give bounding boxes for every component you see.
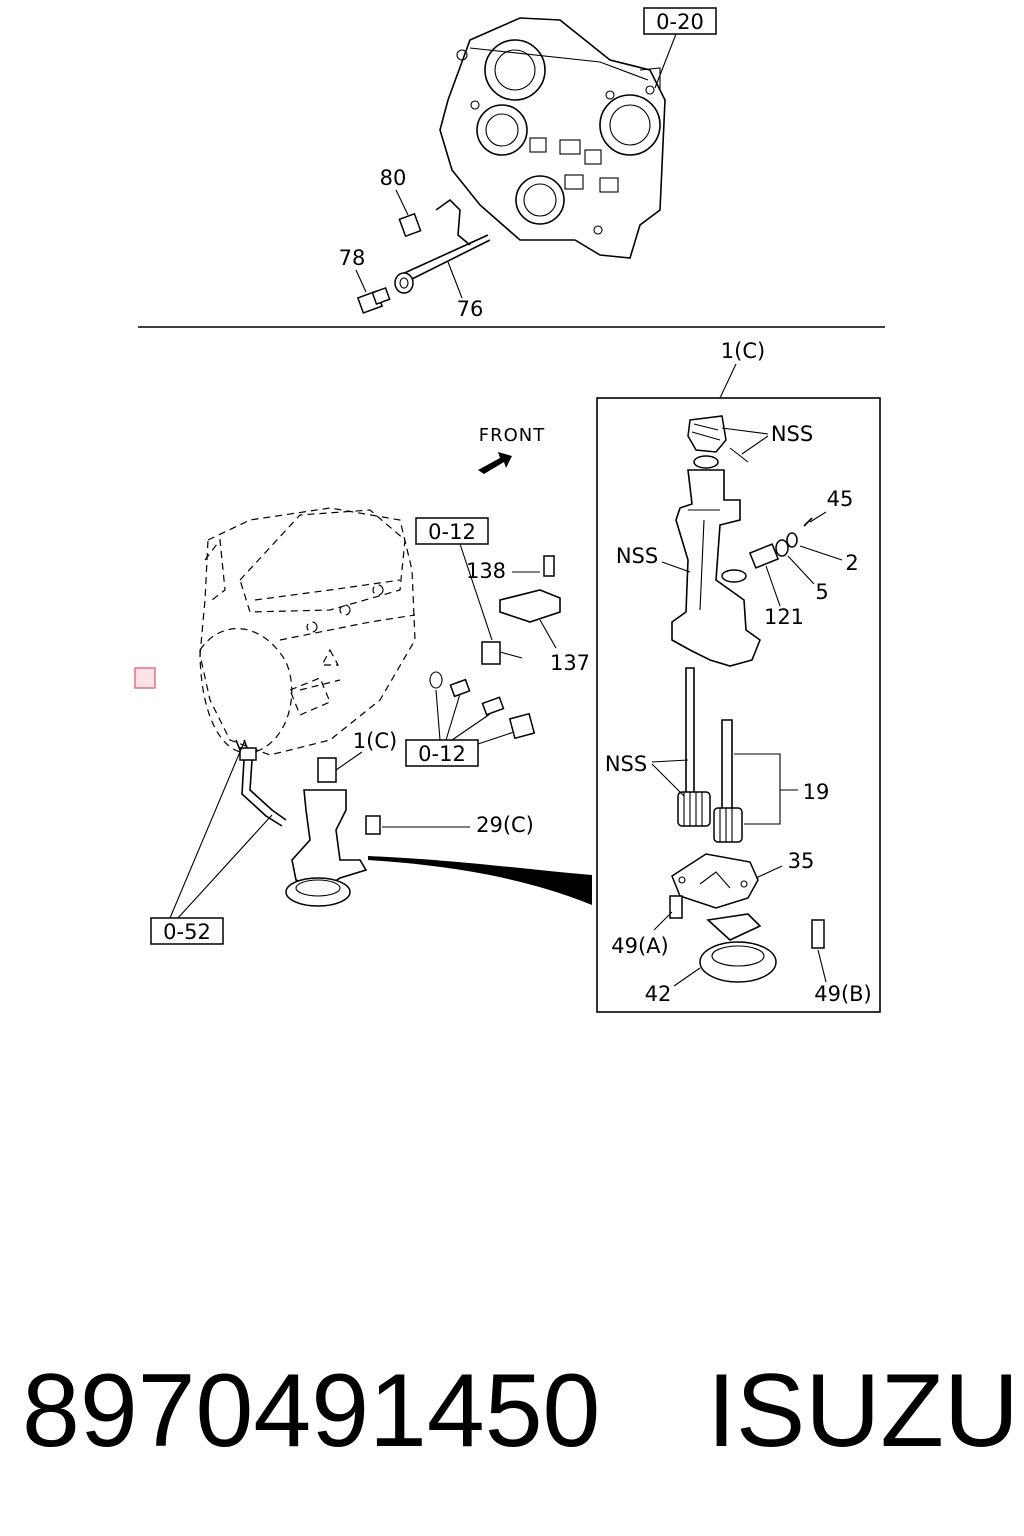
brand-name: ISUZU xyxy=(707,1353,1019,1469)
ref-box-0-20[interactable]: 0-20 xyxy=(656,10,704,34)
ref-box-0-12-bottom-frame xyxy=(405,739,479,767)
ref-box-0-12-bottom[interactable]: 0-12 xyxy=(418,742,466,766)
label-49b: 49(B) xyxy=(814,982,872,1006)
label-138: 138 xyxy=(466,559,506,583)
label-nss-2: NSS xyxy=(616,544,658,568)
detail-callout-wedge xyxy=(368,856,592,905)
front-arrow-icon xyxy=(478,452,512,474)
label-76: 76 xyxy=(457,297,484,321)
label-5: 5 xyxy=(815,580,828,604)
label-nss-1: NSS xyxy=(771,422,813,446)
label-2: 2 xyxy=(845,551,858,575)
ref-box-0-52-frame xyxy=(150,917,224,945)
ref-box-0-52[interactable]: 0-52 xyxy=(163,920,211,944)
label-19: 19 xyxy=(803,780,830,804)
front-label: FRONT xyxy=(479,425,546,446)
oil-pump-detail-drawing xyxy=(669,415,825,983)
label-78: 78 xyxy=(339,246,366,270)
sensor-parts-drawing xyxy=(429,555,561,740)
label-137: 137 xyxy=(550,651,590,675)
ref-box-0-12-top[interactable]: 0-12 xyxy=(428,520,476,544)
label-121: 121 xyxy=(764,605,804,629)
detail-box xyxy=(596,397,881,1013)
dipstick-guide-drawing xyxy=(356,198,491,314)
part-number: 8970491450 xyxy=(22,1353,600,1469)
ref-box-0-20-frame xyxy=(643,7,717,35)
label-42: 42 xyxy=(645,982,672,1006)
selection-marker[interactable] xyxy=(134,667,156,689)
engine-block-drawing xyxy=(199,507,416,756)
label-49a: 49(A) xyxy=(611,934,668,958)
label-80: 80 xyxy=(380,166,407,190)
label-45: 45 xyxy=(827,487,854,511)
label-35: 35 xyxy=(788,849,815,873)
label-29c: 29(C) xyxy=(476,813,534,837)
label-1c-mid: 1(C) xyxy=(353,729,397,753)
oil-pump-small-drawing xyxy=(235,739,381,907)
gear-case-drawing xyxy=(439,17,666,259)
ref-box-0-12-top-frame xyxy=(415,517,489,545)
label-nss-3: NSS xyxy=(605,752,647,776)
label-1c-top: 1(C) xyxy=(721,339,765,363)
